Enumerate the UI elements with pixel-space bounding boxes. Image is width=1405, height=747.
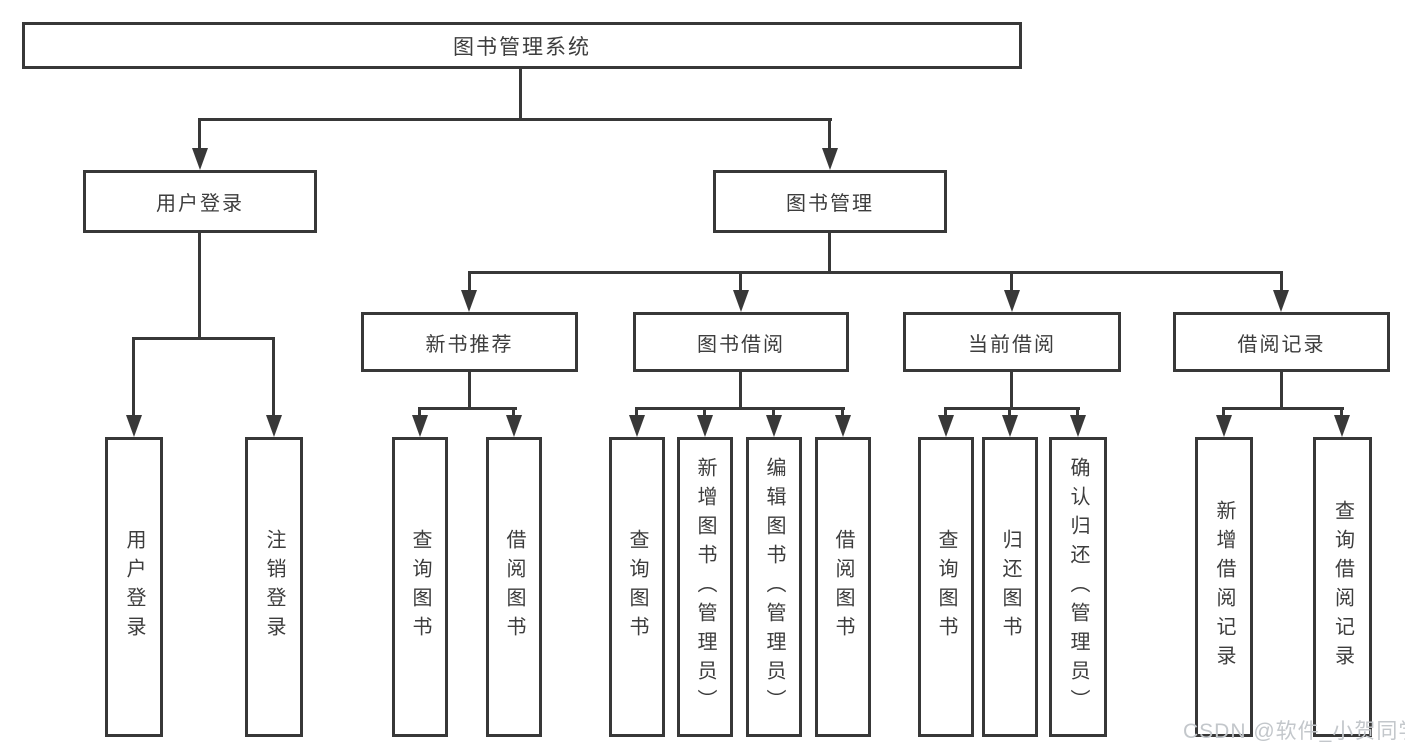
node-borrow-records: 借阅记录: [1173, 312, 1390, 372]
connector-root-stem: [519, 69, 522, 119]
node-library-management-system: 图书管理系统: [22, 22, 1022, 69]
connector-drop-cb-query-books: [944, 407, 947, 420]
connector-drop-bb-add-books: [703, 407, 706, 420]
arrowhead-nbr-borrow-books-icon: [506, 415, 522, 437]
csdn-watermark: CSDN @软件_小贺同学: [1183, 720, 1405, 743]
arrowhead-bb-borrow-books-icon: [835, 415, 851, 437]
node-cb-return-books: 归还图书: [982, 437, 1038, 737]
node-br-query-record-label: 查询借阅记录: [1331, 500, 1354, 674]
node-book-management: 图书管理: [713, 170, 947, 233]
arrowhead-borrow-records-icon: [1273, 290, 1289, 312]
node-current-borrowing-label: 当前借阅: [968, 333, 1056, 356]
node-user-login: 用户登录: [83, 170, 317, 233]
node-bb-borrow-books-label: 借阅图书: [832, 529, 854, 645]
connector-new-book-recommend-crossbar: [418, 407, 517, 410]
connector-drop-logout: [272, 337, 275, 417]
arrowhead-br-add-record-icon: [1216, 415, 1232, 437]
node-cb-confirm-return-admin-label: 确认归还（管理员）: [1067, 456, 1089, 718]
connector-drop-nbr-query-books: [418, 407, 421, 420]
arrowhead-login-icon: [126, 415, 142, 437]
node-nbr-borrow-books: 借阅图书: [486, 437, 542, 737]
arrowhead-bb-query-books-icon: [629, 415, 645, 437]
connector-drop-cb-confirm-return: [1076, 407, 1079, 420]
connector-drop-user-login: [198, 118, 201, 150]
arrowhead-bb-edit-books-icon: [766, 415, 782, 437]
node-cb-confirm-return-admin: 确认归还（管理员）: [1049, 437, 1107, 737]
node-current-borrowing: 当前借阅: [903, 312, 1121, 372]
node-bb-add-books-admin: 新增图书（管理员）: [677, 437, 733, 737]
node-book-management-label: 图书管理: [786, 193, 874, 215]
node-library-management-system-label: 图书管理系统: [453, 35, 591, 59]
connector-new-book-recommend-stem: [468, 372, 471, 408]
node-br-query-record: 查询借阅记录: [1313, 437, 1372, 737]
node-cb-return-books-label: 归还图书: [999, 529, 1021, 645]
connector-drop-cb-return-books: [1008, 407, 1011, 420]
connector-book-management-stem: [828, 233, 831, 273]
connector-book-management-crossbar: [468, 271, 1283, 274]
node-nbr-query-books-label: 查询图书: [409, 529, 431, 645]
node-logout-label: 注销登录: [263, 529, 285, 645]
arrowhead-logout-icon: [266, 415, 282, 437]
connector-borrow-records-stem: [1280, 372, 1283, 408]
node-bb-query-books: 查询图书: [609, 437, 665, 737]
connector-current-borrowing-stem: [1010, 372, 1013, 408]
node-user-login-label: 用户登录: [156, 193, 244, 215]
node-login: 用户登录: [105, 437, 163, 737]
node-bb-edit-books-admin-label: 编辑图书（管理员）: [763, 456, 785, 718]
node-bb-borrow-books: 借阅图书: [815, 437, 871, 737]
arrowhead-cb-return-books-icon: [1002, 415, 1018, 437]
connector-drop-bb-edit-books: [772, 407, 775, 420]
node-nbr-borrow-books-label: 借阅图书: [503, 529, 525, 645]
connector-drop-new-book-recommend: [468, 271, 471, 293]
node-bb-edit-books-admin: 编辑图书（管理员）: [746, 437, 802, 737]
node-book-borrowing: 图书借阅: [633, 312, 849, 372]
node-cb-query-books-label: 查询图书: [935, 529, 957, 645]
connector-book-borrowing-crossbar: [635, 407, 845, 410]
node-new-book-recommend-label: 新书推荐: [425, 333, 514, 356]
node-cb-query-books: 查询图书: [918, 437, 974, 737]
connector-current-borrowing-crossbar: [944, 407, 1080, 410]
node-book-borrowing-label: 图书借阅: [697, 333, 785, 356]
node-bb-add-books-admin-label: 新增图书（管理员）: [694, 456, 716, 718]
connector-drop-br-add-record: [1222, 407, 1225, 420]
arrowhead-cb-confirm-return-icon: [1070, 415, 1086, 437]
connector-drop-bb-query-books: [635, 407, 638, 420]
arrowhead-user-login-icon: [192, 148, 208, 170]
arrowhead-cb-query-books-icon: [938, 415, 954, 437]
connector-drop-current-borrowing: [1010, 271, 1013, 293]
connector-user-login-stem: [198, 233, 201, 338]
node-logout: 注销登录: [245, 437, 303, 737]
arrowhead-nbr-query-books-icon: [412, 415, 428, 437]
connector-book-borrowing-stem: [739, 372, 742, 408]
arrowhead-current-borrowing-icon: [1004, 290, 1020, 312]
node-login-label: 用户登录: [123, 529, 145, 645]
connector-borrow-records-crossbar: [1222, 407, 1344, 410]
connector-root-crossbar: [198, 118, 832, 121]
node-bb-query-books-label: 查询图书: [626, 529, 648, 645]
connector-user-login-crossbar: [133, 337, 274, 340]
connector-drop-borrow-records: [1280, 271, 1283, 293]
node-nbr-query-books: 查询图书: [392, 437, 448, 737]
connector-drop-bb-borrow-books: [841, 407, 844, 420]
arrowhead-book-borrowing-icon: [733, 290, 749, 312]
arrowhead-bb-add-books-icon: [697, 415, 713, 437]
node-new-book-recommend: 新书推荐: [361, 312, 578, 372]
connector-drop-br-query-record: [1340, 407, 1343, 420]
connector-drop-book-management: [828, 118, 831, 150]
connector-drop-book-borrowing: [739, 271, 742, 293]
arrowhead-br-query-record-icon: [1334, 415, 1350, 437]
node-br-add-record: 新增借阅记录: [1195, 437, 1253, 737]
connector-drop-nbr-borrow-books: [512, 407, 515, 420]
node-borrow-records-label: 借阅记录: [1237, 333, 1326, 356]
connector-drop-login: [132, 337, 135, 417]
arrowhead-new-book-recommend-icon: [461, 290, 477, 312]
arrowhead-book-management-icon: [822, 148, 838, 170]
node-br-add-record-label: 新增借阅记录: [1213, 500, 1235, 674]
